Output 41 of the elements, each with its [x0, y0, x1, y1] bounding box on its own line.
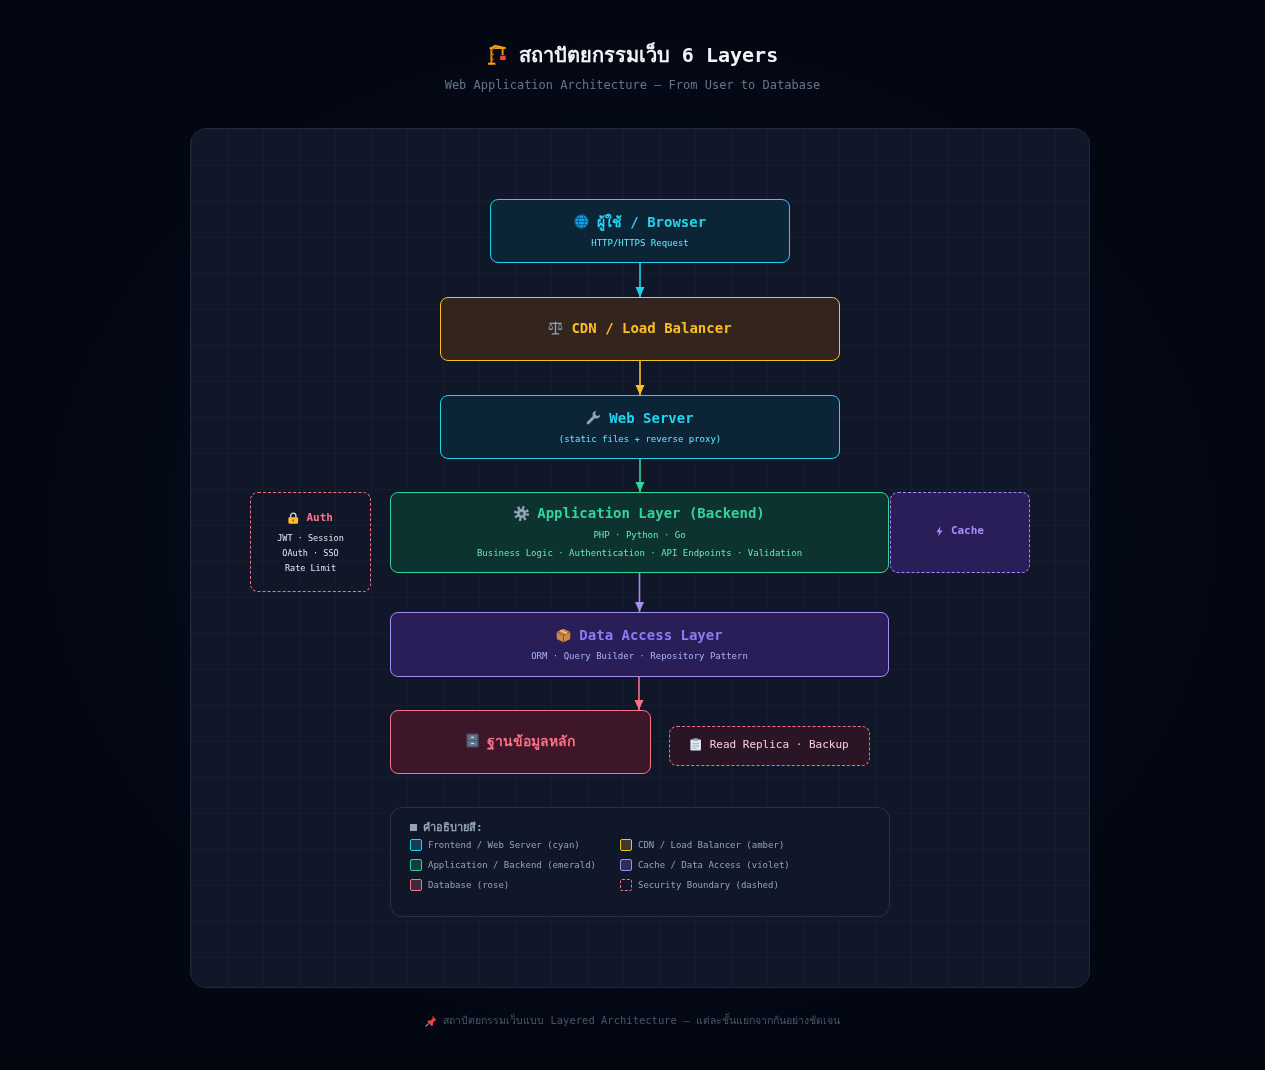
layer-title: Read Replica · Backup: [709, 736, 849, 753]
layer-box: [440, 395, 840, 459]
subtitle: Web Application Architecture — From User to Database: [444, 78, 821, 92]
legend-text: CDN / Load Balancer (amber): [638, 840, 785, 850]
layer-title: ผู้ใช้ / Browser: [596, 212, 707, 232]
layer-detail: OAuth · SSO: [282, 547, 339, 560]
layer-title: Application Layer (Backend): [537, 504, 765, 523]
legend-text: Security Boundary (dashed): [638, 880, 779, 890]
legend-text: Database (rose): [428, 880, 510, 890]
layer-box: [390, 710, 651, 774]
layer-detail: PHP · Python · Go: [593, 529, 686, 542]
side-box: [890, 492, 1030, 573]
layer-detail: JWT · Session: [277, 532, 344, 545]
side-box: [250, 492, 371, 592]
layer-detail: ORM · Query Builder · Repository Pattern: [531, 650, 748, 663]
layer-title: ฐานข้อมูลหลัก: [487, 731, 576, 751]
layer-detail: Business Logic · Authentication · API Endpoints · Validation: [476, 547, 803, 560]
side-box: [669, 726, 870, 766]
arrow: [634, 676, 644, 711]
caption: สถาปัตยกรรมเว็บแบบ Layered Architecture — แต่ละชั้นแยกจากกันอย่างชัดเจน: [443, 1012, 840, 1028]
title: สถาปัตยกรรมเว็บ 6 Layers: [518, 41, 779, 69]
layer-title: Cache: [950, 523, 984, 539]
legend-text: Cache / Data Access (violet): [638, 860, 790, 870]
layer-box: [490, 199, 790, 263]
layer-detail: HTTP/HTTPS Request: [591, 236, 689, 250]
legend-heading: คำอธิบายสี:: [423, 820, 483, 836]
legend-text: Frontend / Web Server (cyan): [428, 840, 580, 850]
layer-box: [440, 297, 840, 361]
layer-detail: (static files + reverse proxy): [558, 432, 722, 446]
legend-text: Application / Backend (emerald): [428, 860, 596, 870]
layer-box: [390, 612, 889, 677]
arrow: [635, 360, 645, 396]
arrow: [635, 572, 644, 613]
layer-title: Auth: [306, 510, 333, 526]
layer-title: CDN / Load Balancer: [571, 318, 732, 338]
layer-box: [390, 492, 889, 573]
arrow: [635, 458, 645, 493]
arrow: [635, 262, 645, 298]
layer-title: Web Server: [609, 408, 694, 428]
layer-title: Data Access Layer: [579, 626, 723, 645]
layer-detail: Rate Limit: [284, 562, 337, 575]
